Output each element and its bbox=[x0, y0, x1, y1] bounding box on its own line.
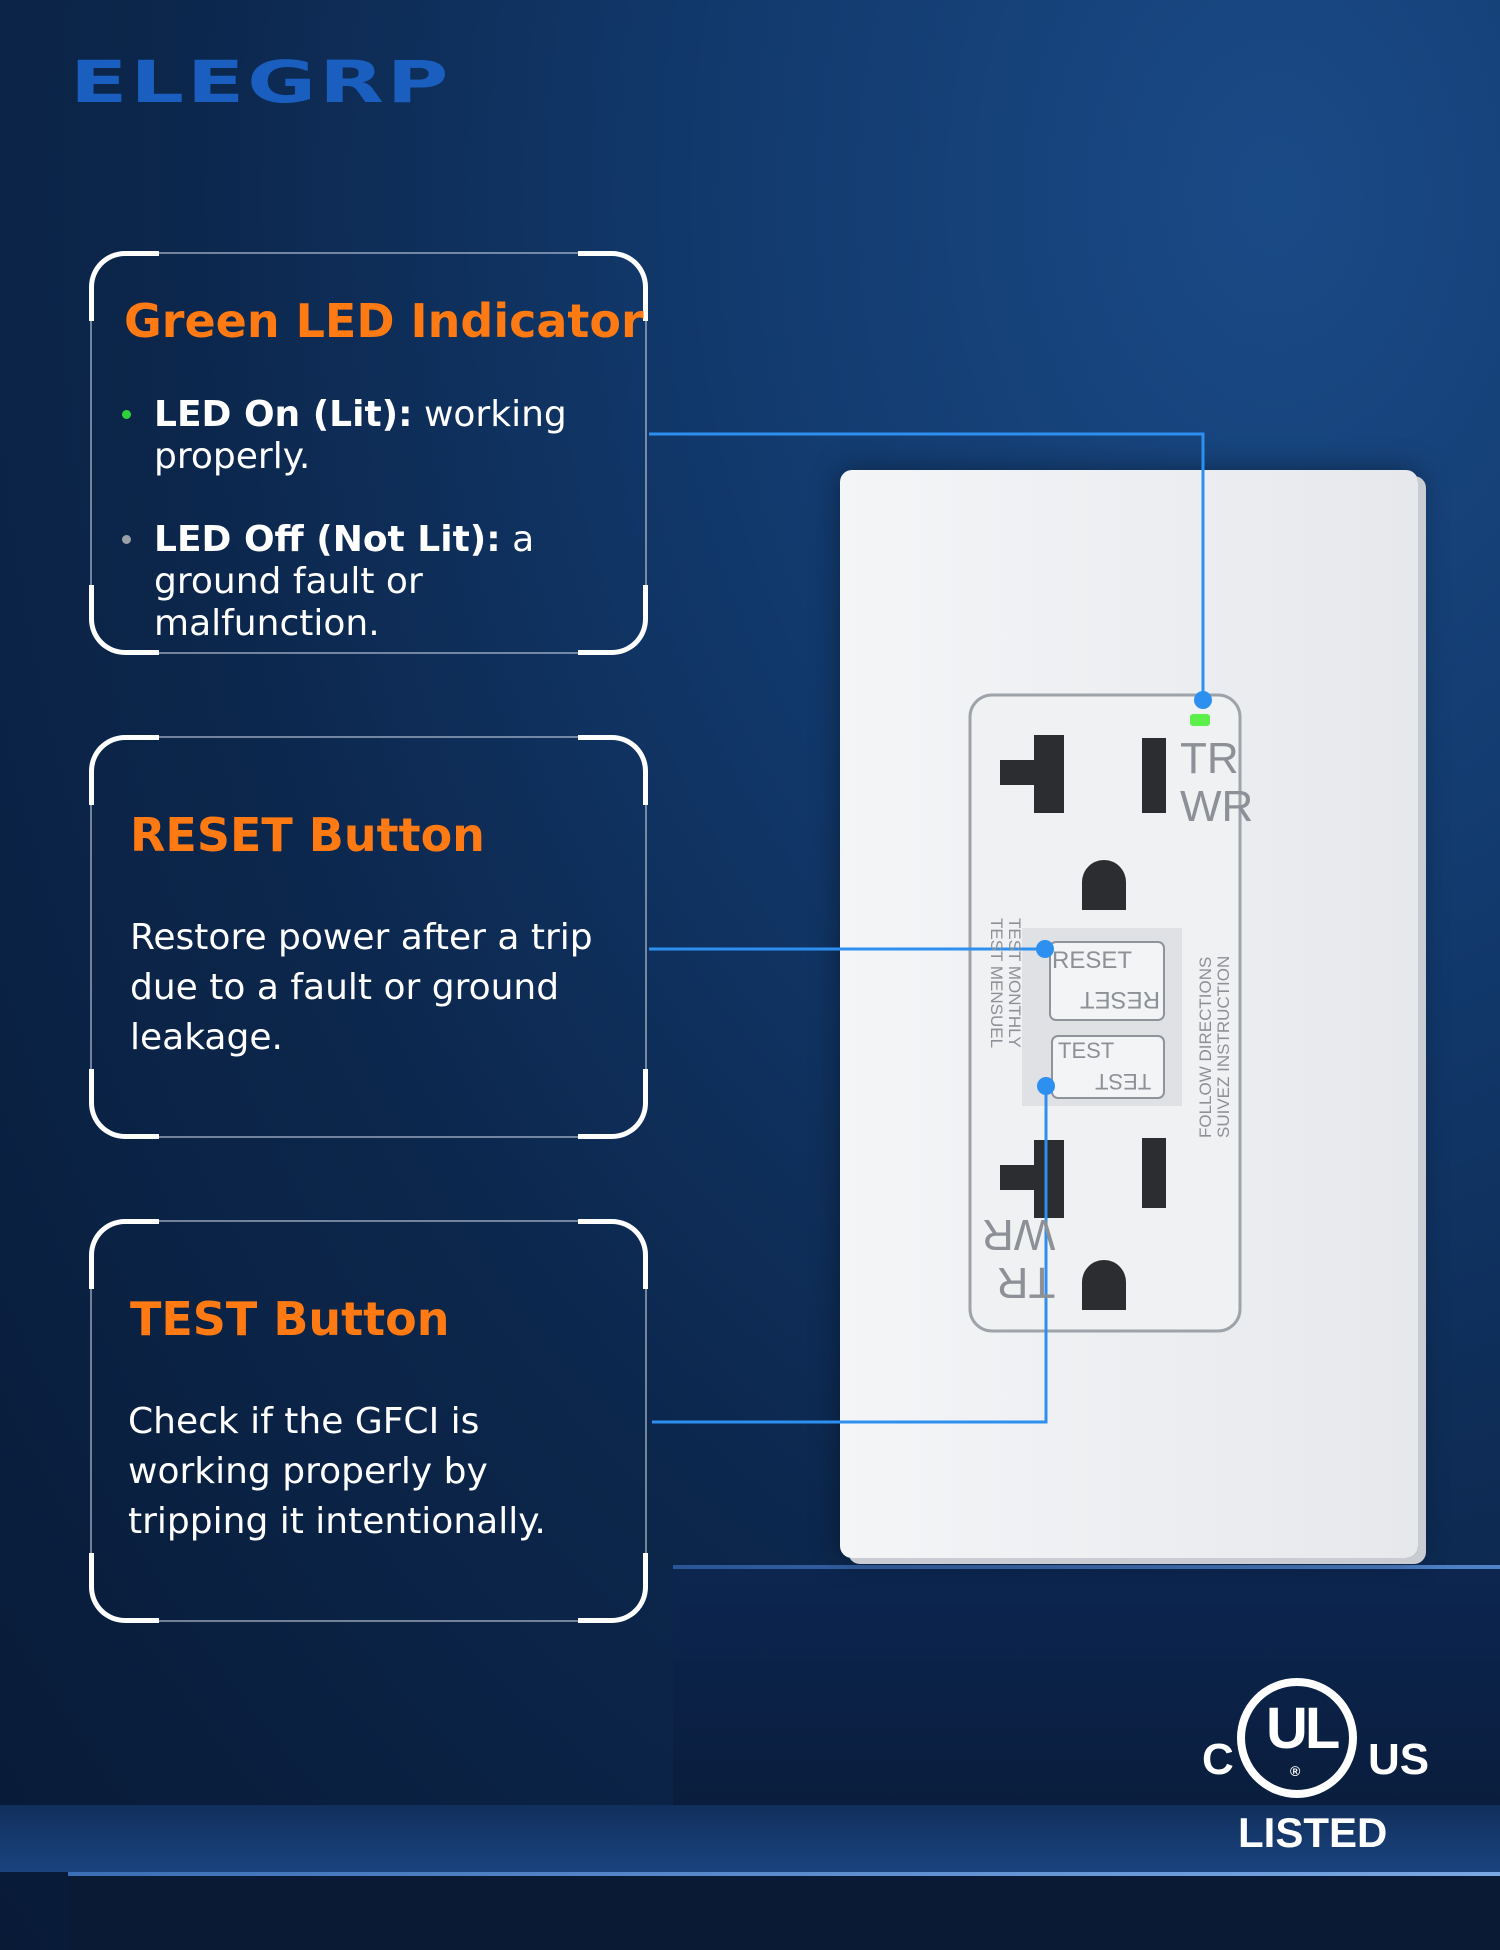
led-indicator bbox=[1190, 714, 1210, 726]
callout-title: Green LED Indicator bbox=[124, 294, 644, 348]
ul-listed: LISTED bbox=[1238, 1809, 1388, 1856]
callout-title: RESET Button bbox=[130, 808, 485, 862]
callout-body: Restore power after a trip due to a faul… bbox=[130, 917, 593, 1058]
led-connector-line bbox=[649, 432, 1205, 700]
ul-registered: ® bbox=[1290, 1763, 1301, 1779]
callout-title: TEST Button bbox=[130, 1292, 450, 1346]
ul-circle bbox=[1237, 1678, 1357, 1798]
ul-us: US bbox=[1368, 1735, 1430, 1784]
test-connector-dot bbox=[1037, 1077, 1055, 1095]
floor-top bbox=[0, 1805, 1500, 1872]
reset-label: RESET bbox=[1052, 947, 1133, 974]
ground-hole-top bbox=[1082, 860, 1126, 910]
bullet-led-on: LED On (Lit): working properly. bbox=[122, 394, 624, 478]
test-button-callout: TEST Button Check if the GFCI is working… bbox=[89, 1219, 648, 1623]
reset-label-inverted: RESET bbox=[1080, 986, 1161, 1013]
pedestal bbox=[673, 1567, 1500, 1807]
bullet-led-off: LED Off (Not Lit): a ground fault or mal… bbox=[122, 519, 624, 645]
test-connector-line bbox=[652, 1086, 1048, 1424]
test-label: TEST bbox=[1058, 1038, 1115, 1063]
outlet-slot-t-top bbox=[1000, 735, 1064, 813]
outlet-slot-t-bottom bbox=[1000, 1140, 1064, 1218]
ground-hole-bottom bbox=[1082, 1260, 1126, 1310]
brand-logo: ELEGRP bbox=[70, 48, 452, 116]
outlet-slot-top bbox=[1142, 738, 1166, 813]
ul-mark: UL bbox=[1266, 1696, 1340, 1761]
floor-edge bbox=[68, 1872, 1500, 1876]
reset-button-callout: RESET Button Restore power after a trip … bbox=[89, 735, 648, 1139]
reset-connector-dot bbox=[1036, 940, 1054, 958]
led-connector-dot bbox=[1194, 691, 1212, 709]
test-button[interactable] bbox=[1051, 1035, 1165, 1099]
gray-bullet-icon bbox=[122, 535, 131, 544]
outlet-slot-bottom bbox=[1142, 1138, 1166, 1208]
test-label-inverted: TEST bbox=[1095, 1069, 1152, 1094]
led-indicator-callout: Green LED Indicator LED On (Lit): workin… bbox=[89, 251, 648, 655]
callout-body: Check if the GFCI is working properly by… bbox=[128, 1401, 546, 1542]
green-bullet-icon bbox=[122, 410, 131, 419]
reset-button[interactable] bbox=[1049, 941, 1165, 1021]
pedestal-edge bbox=[673, 1565, 1500, 1569]
floor-stage bbox=[68, 1875, 1500, 1950]
ul-c: C bbox=[1202, 1735, 1234, 1784]
